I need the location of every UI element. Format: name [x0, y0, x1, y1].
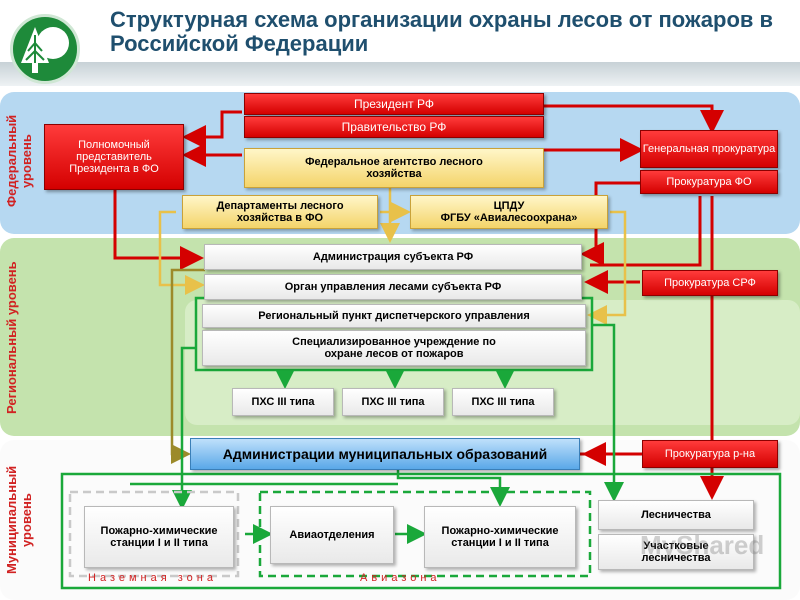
ground-fire-station-box: Пожарно-химические станции I и II типа	[84, 506, 234, 568]
pxs-box-2: ПХС III типа	[342, 388, 444, 416]
page-title: Структурная схема организации охраны лес…	[110, 7, 774, 56]
tree-icon	[21, 27, 69, 73]
avia-department-box: Авиаотделения	[270, 506, 394, 564]
plenipotentiary-box: Полномочный представитель Президента в Ф…	[44, 124, 184, 190]
watermark: MyShared	[640, 530, 765, 560]
dispatch-point-box: Региональный пункт диспетчерского управл…	[202, 304, 586, 328]
forest-authority-box: Орган управления лесами субъекта РФ	[204, 274, 582, 300]
forest-logo	[10, 14, 80, 84]
title-underline	[0, 62, 800, 86]
prosecutor-srf-box: Прокуратура СРФ	[642, 270, 778, 296]
forestry-box: Лесничества	[598, 500, 754, 530]
cpdu-box: ЦПДУ ФГБУ «Авиалесоохрана»	[410, 195, 608, 229]
pxs-box-1: ПХС III типа	[232, 388, 334, 416]
government-box: Правительство РФ	[244, 116, 544, 138]
general-prosecutor-box: Генеральная прокуратура	[640, 130, 778, 168]
pxs-box-3: ПХС III типа	[452, 388, 554, 416]
forestry-departments-box: Департаменты лесного хозяйства в ФО	[182, 195, 378, 229]
specialized-institution-box: Специализированное учреждение по охране …	[202, 330, 586, 366]
forestry-agency-box: Федеральное агентство лесного хозяйства	[244, 148, 544, 188]
avia-fire-station-box: Пожарно-химические станции I и II типа	[424, 506, 576, 568]
avia-zone-label: Авиазона	[360, 572, 441, 584]
district-forestry-box: Участковые лесничества	[598, 534, 754, 570]
prosecutor-fo-box: Прокуратура ФО	[640, 170, 778, 194]
municipal-administrations-box: Администрации муниципальных образований	[190, 438, 580, 470]
president-box: Президент РФ	[244, 93, 544, 115]
prosecutor-district-box: Прокуратура р-на	[642, 440, 778, 468]
subject-administration-box: Администрация субъекта РФ	[204, 244, 582, 270]
ground-zone-label: Наземная зона	[88, 572, 217, 584]
